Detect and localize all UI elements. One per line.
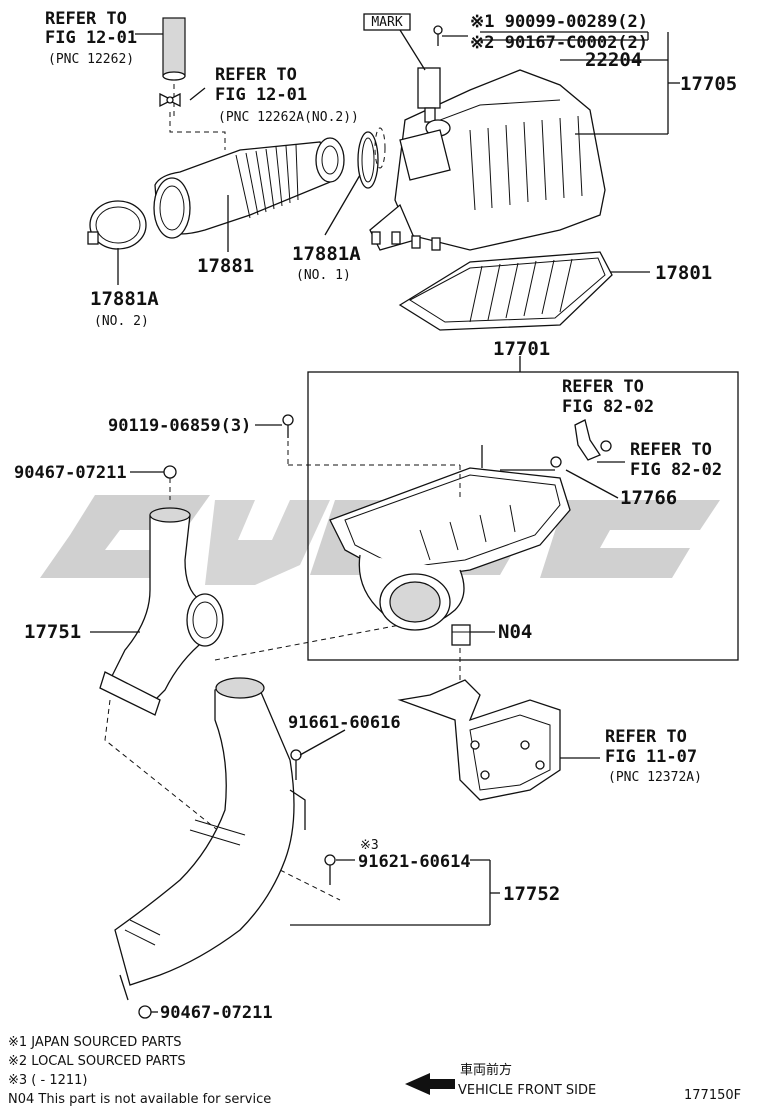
footnote-2: ※2 LOCAL SOURCED PARTS xyxy=(8,1054,186,1069)
part-number-n04: N04 xyxy=(498,621,532,643)
part-number-17881: 17881 xyxy=(197,255,254,277)
footnote-3: ※3 ( - 1211) xyxy=(8,1073,87,1088)
mark-pointer: MARK xyxy=(363,13,426,71)
part-number-90467-bottom: 90467-07211 xyxy=(160,1003,273,1023)
refer-fig-82-02-b-fig: FIG 82-02 xyxy=(630,460,722,480)
part-number-17701: 17701 xyxy=(493,338,550,360)
direction-label-en: VEHICLE FRONT SIDE xyxy=(458,1083,596,1098)
air-cleaner-hose xyxy=(153,137,345,239)
mark-label: MARK xyxy=(371,15,402,30)
leader-lines-top xyxy=(117,31,680,372)
bolt-90467-top xyxy=(130,465,177,500)
part-number-17752: 17752 xyxy=(503,883,560,905)
part-number-90119: 90119-06859(3) xyxy=(108,416,251,436)
hose-clamp-no2 xyxy=(87,200,147,250)
grommet-n04 xyxy=(451,624,495,690)
part-number-17881a-no1-sub: (NO. 1) xyxy=(296,268,351,283)
refer-fig-11-07: REFER TO xyxy=(605,727,687,747)
leader-lines-box xyxy=(500,461,625,471)
bolt-90467-bottom xyxy=(138,1005,158,1019)
refer-fig-12-01-top: REFER TO xyxy=(45,9,127,29)
screw-icon xyxy=(433,25,468,46)
direction-label-jp: 車両前方 xyxy=(460,1062,512,1078)
part-number-91621: 91621-60614 xyxy=(358,852,471,872)
refer-fig-82-02-b: REFER TO xyxy=(630,440,712,460)
part-number-17881a-no2: 17881A xyxy=(90,288,159,310)
clip-icon xyxy=(159,92,226,150)
upper-hose-stub xyxy=(162,17,186,118)
intake-duct-17752 xyxy=(114,677,295,1001)
note-marker-3: ※3 xyxy=(360,838,379,853)
part-number-17881a-no1: 17881A xyxy=(292,243,361,265)
refer-fig-12-01-top-fig: FIG 12-01 xyxy=(45,28,137,48)
footnote-4: N04 This part is not available for servi… xyxy=(8,1092,271,1107)
air-filter-element xyxy=(398,251,613,331)
refer-fig-82-02-a: REFER TO xyxy=(562,377,644,397)
air-cleaner-cap xyxy=(369,69,606,251)
air-flow-meter xyxy=(399,67,451,181)
refer-fig-11-07-fig: FIG 11-07 xyxy=(605,747,697,767)
part-number-17751: 17751 xyxy=(24,621,81,643)
part-number-17801: 17801 xyxy=(655,262,712,284)
part-number-17881a-no2-sub: (NO. 2) xyxy=(94,314,149,329)
engine-mount-bracket xyxy=(397,679,600,801)
part-number-90467-top: 90467-07211 xyxy=(14,463,127,483)
part-number-91661: 91661-60616 xyxy=(288,713,401,733)
refer-fig-82-02-a-fig: FIG 82-02 xyxy=(562,397,654,417)
part-number-90099: ※1 90099-00289(2) xyxy=(470,12,648,32)
refer-fig-12-01-top-pnc: (PNC 12262) xyxy=(48,52,134,67)
part-number-17766: 17766 xyxy=(620,487,677,509)
front-direction-arrow-icon xyxy=(405,1073,455,1095)
refer-fig-12-01-mid-fig: FIG 12-01 xyxy=(215,85,307,105)
refer-fig-12-01-mid-pnc: (PNC 12262A(NO.2)) xyxy=(218,110,359,125)
leader-lines-lower xyxy=(290,859,500,926)
part-number-22204: 22204 xyxy=(585,49,642,71)
bolt-91621 xyxy=(324,854,355,885)
intake-duct-17751 xyxy=(90,507,224,716)
hose-clamp-no1 xyxy=(357,127,386,189)
bolt-91661 xyxy=(289,729,346,830)
air-cleaner-case-box xyxy=(307,371,739,661)
refer-fig-12-01-mid: REFER TO xyxy=(215,65,297,85)
footnote-1: ※1 JAPAN SOURCED PARTS xyxy=(8,1035,182,1050)
bolt-90119 xyxy=(255,414,294,438)
part-number-17705: 17705 xyxy=(680,73,737,95)
refer-fig-11-07-pnc: (PNC 12372A) xyxy=(608,770,702,785)
part-number-90167: ※2 90167-C0002(2) xyxy=(470,33,648,53)
bracket-17766 xyxy=(550,419,619,499)
figure-code: 177150F xyxy=(684,1088,741,1103)
air-cleaner-case xyxy=(287,432,571,631)
